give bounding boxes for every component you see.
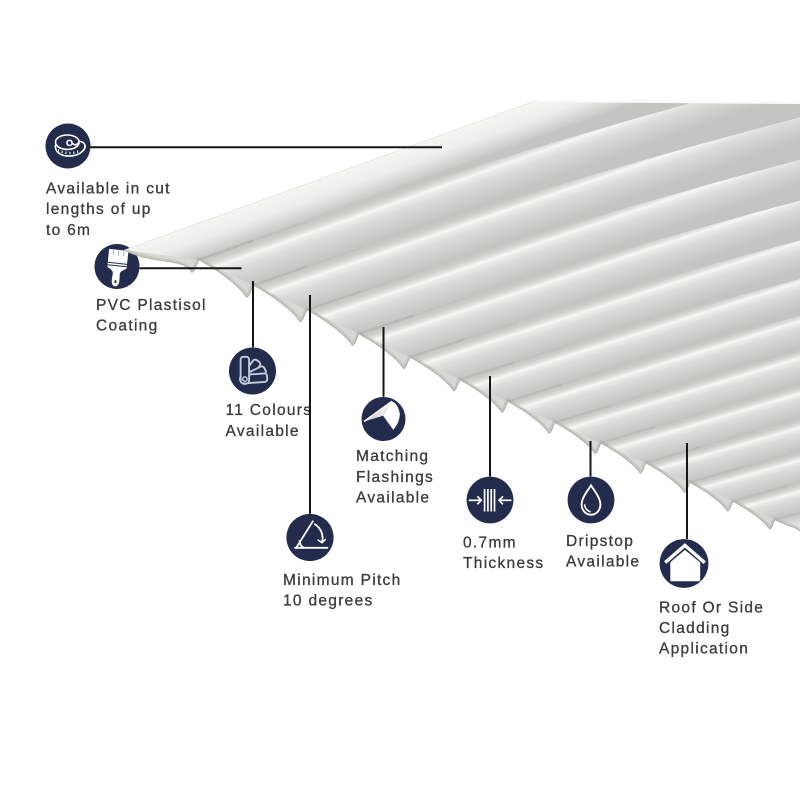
svg-text:Dripstop: Dripstop <box>566 533 634 550</box>
svg-text:Available: Available <box>226 423 300 440</box>
svg-text:lengths of up: lengths of up <box>46 201 152 218</box>
svg-text:Minimum Pitch: Minimum Pitch <box>283 572 402 589</box>
svg-text:Available: Available <box>356 489 430 506</box>
svg-text:Thickness: Thickness <box>463 555 544 572</box>
svg-text:Available in cut: Available in cut <box>46 181 171 198</box>
svg-text:Roof Or Side: Roof Or Side <box>659 599 764 616</box>
svg-text:11 Colours: 11 Colours <box>226 402 313 419</box>
svg-text:to 6m: to 6m <box>46 222 91 239</box>
svg-text:10 degrees: 10 degrees <box>283 593 374 610</box>
svg-text:PVC Plastisol: PVC Plastisol <box>96 297 207 314</box>
svg-text:Flashings: Flashings <box>356 469 434 486</box>
svg-text:Coating: Coating <box>96 318 159 335</box>
svg-text:Available: Available <box>566 554 640 571</box>
svg-text:Cladding: Cladding <box>659 620 731 637</box>
svg-text:Application: Application <box>659 641 749 658</box>
svg-text:0.7mm: 0.7mm <box>463 535 517 552</box>
svg-text:Matching: Matching <box>356 448 429 465</box>
